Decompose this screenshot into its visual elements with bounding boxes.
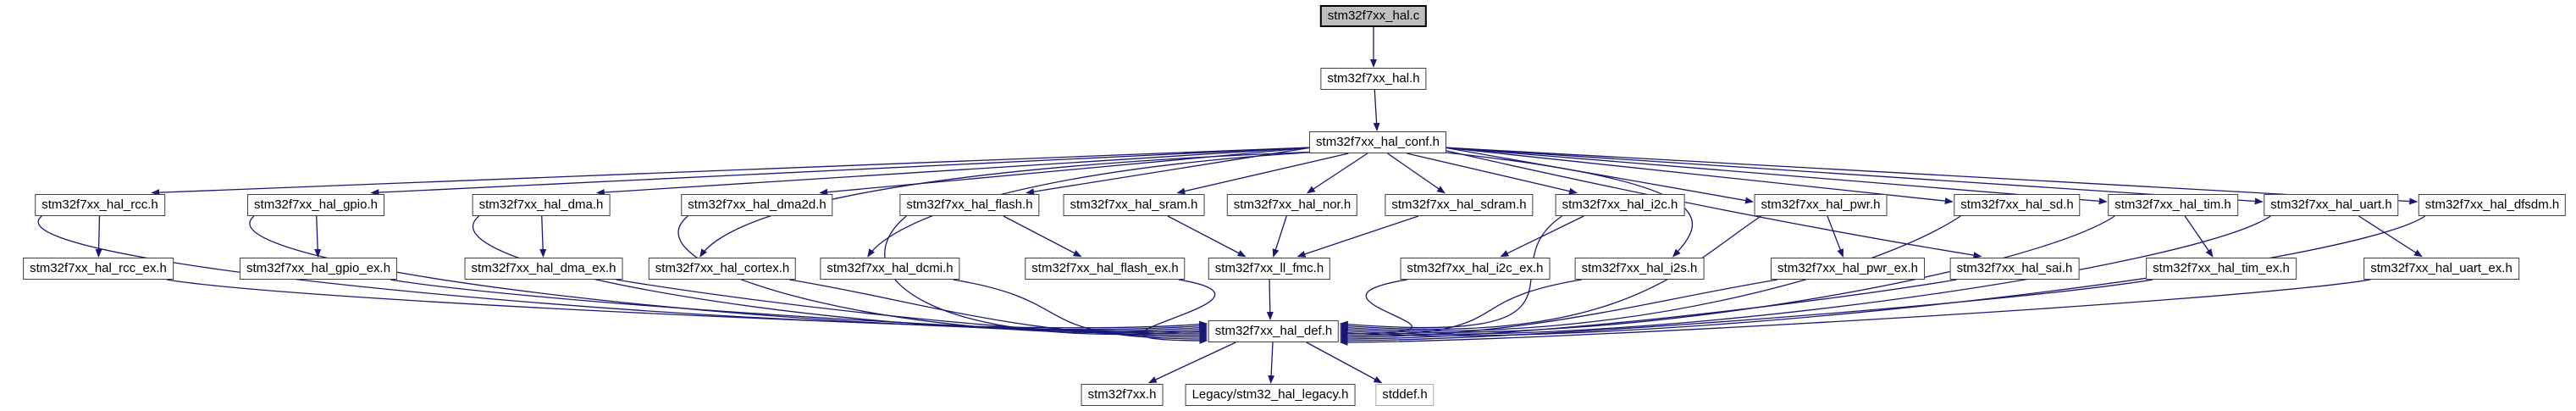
node-hal_c: stm32f7xx_hal.c: [1319, 5, 1428, 27]
node-dcmi[interactable]: stm32f7xx_hal_dcmi.h: [820, 258, 960, 280]
edge-tim-to-tim_ex: [2184, 215, 2214, 258]
edge-gpio_ex-to-def: [390, 279, 1208, 337]
node-def[interactable]: stm32f7xx_hal_def.h: [1208, 320, 1340, 342]
node-uart_ex[interactable]: stm32f7xx_hal_uart_ex.h: [2363, 258, 2519, 280]
node-dfsdm[interactable]: stm32f7xx_hal_dfsdm.h: [2418, 194, 2567, 216]
edge-flash-to-flash_ex: [1003, 215, 1082, 258]
edge-uart-to-uart_ex: [2358, 215, 2423, 258]
edge-dma_ex-to-def: [616, 279, 1208, 339]
edge-dcmi-to-def: [953, 279, 1208, 342]
node-sram[interactable]: stm32f7xx_hal_sram.h: [1063, 194, 1205, 216]
edge-cortex-to-def: [789, 279, 1208, 341]
edge-conf-to-sram: [1176, 153, 1349, 195]
edge-conf-to-rcc: [151, 147, 1313, 197]
node-i2c_ex[interactable]: stm32f7xx_hal_i2c_ex.h: [1400, 258, 1551, 280]
edge-sd-to-def: [1339, 215, 1961, 332]
edge-tim-to-def: [1339, 215, 2115, 333]
node-tim_ex[interactable]: stm32f7xx_hal_tim_ex.h: [2146, 258, 2297, 280]
edge-conf-to-i2c: [1407, 153, 1578, 195]
node-uart[interactable]: stm32f7xx_hal_uart.h: [2264, 194, 2399, 216]
edge-conf-to-flash: [1025, 147, 1313, 196]
edge-conf-to-sdram: [1387, 153, 1446, 194]
node-nor[interactable]: stm32f7xx_hal_nor.h: [1226, 194, 1358, 216]
edge-sai-to-def: [1339, 279, 1957, 342]
node-sai[interactable]: stm32f7xx_hal_sai.h: [1949, 258, 2080, 280]
node-gpio_ex[interactable]: stm32f7xx_hal_gpio_ex.h: [239, 258, 398, 280]
node-i2s[interactable]: stm32f7xx_hal_i2s.h: [1574, 258, 1705, 280]
edge-flash-to-def: [884, 215, 1208, 336]
node-legacy[interactable]: Legacy/stm32_hal_legacy.h: [1185, 384, 1356, 406]
edge-def-to-f7xx: [1147, 342, 1236, 384]
node-cortex[interactable]: stm32f7xx_hal_cortex.h: [648, 258, 797, 280]
edge-i2c_ex-to-def: [1339, 279, 1412, 337]
edge-def-to-legacy: [1268, 342, 1275, 384]
edge-hal_h-to-conf: [1373, 89, 1380, 131]
node-hal_h[interactable]: stm32f7xx_hal.h: [1320, 68, 1427, 90]
node-dma[interactable]: stm32f7xx_hal_dma.h: [472, 194, 611, 216]
edge-def-to-stddef: [1306, 342, 1383, 384]
node-tim[interactable]: stm32f7xx_hal_tim.h: [2108, 194, 2238, 216]
node-rcc_ex[interactable]: stm32f7xx_hal_rcc_ex.h: [23, 258, 174, 280]
node-rcc[interactable]: stm32f7xx_hal_rcc.h: [35, 194, 165, 216]
edge-pwr_ex-to-def: [1339, 279, 1778, 341]
edge-conf-to-sai: [1442, 149, 1982, 259]
edge-conf-to-gpio: [370, 147, 1313, 197]
edge-flash_ex-to-def: [1142, 279, 1216, 344]
edge-conf-to-pwr: [1443, 147, 1755, 204]
node-f7xx[interactable]: stm32f7xx.h: [1081, 384, 1164, 406]
edge-tim_ex-to-def: [1339, 279, 2153, 344]
node-sdram[interactable]: stm32f7xx_hal_sdram.h: [1385, 194, 1534, 216]
node-i2c[interactable]: stm32f7xx_hal_i2c.h: [1555, 194, 1685, 216]
edge-i2c-to-def: [1339, 215, 1562, 329]
edge-sram-to-ll_fmc: [1167, 215, 1247, 258]
node-gpio[interactable]: stm32f7xx_hal_gpio.h: [247, 194, 384, 216]
edge-conf-to-cortex: [699, 151, 1322, 258]
edge-conf-to-uart: [1443, 147, 2264, 205]
node-stddef: stddef.h: [1375, 384, 1434, 406]
edge-conf-to-nor: [1306, 153, 1368, 194]
edge-sdram-to-ll_fmc: [1296, 215, 1419, 258]
edge-uart_ex-to-def: [1339, 279, 2371, 346]
node-pwr[interactable]: stm32f7xx_hal_pwr.h: [1754, 194, 1888, 216]
node-conf[interactable]: stm32f7xx_hal_conf.h: [1309, 131, 1446, 153]
edge-dma-to-dma_ex: [539, 215, 547, 258]
edge-rcc-to-def: [37, 215, 1208, 329]
node-dma2d[interactable]: stm32f7xx_hal_dma2d.h: [681, 194, 833, 216]
node-flash_ex[interactable]: stm32f7xx_hal_flash_ex.h: [1025, 258, 1186, 280]
node-flash[interactable]: stm32f7xx_hal_flash.h: [899, 194, 1040, 216]
edge-conf-to-tim: [1443, 147, 2108, 205]
edge-rcc-to-rcc_ex: [95, 215, 102, 258]
edge-gpio-to-gpio_ex: [314, 215, 322, 258]
edge-conf-to-dma2d: [819, 147, 1313, 196]
edge-pwr-to-pwr_ex: [1827, 215, 1844, 258]
node-ll_fmc[interactable]: stm32f7xx_ll_fmc.h: [1208, 258, 1331, 280]
edge-i2s-to-def: [1339, 279, 1582, 339]
edge-conf-to-sd: [1443, 147, 1954, 205]
edge-nor-to-ll_fmc: [1272, 215, 1287, 258]
edge-ll_fmc-to-def: [1266, 279, 1274, 320]
edge-rcc_ex-to-def: [166, 279, 1208, 336]
edge-conf-to-dfsdm: [1443, 147, 2418, 205]
edge-i2c-to-i2c_ex: [1500, 215, 1584, 258]
node-pwr_ex[interactable]: stm32f7xx_hal_pwr_ex.h: [1771, 258, 1925, 280]
node-dma_ex[interactable]: stm32f7xx_hal_dma_ex.h: [464, 258, 623, 280]
node-sd[interactable]: stm32f7xx_hal_sd.h: [1954, 194, 2081, 216]
edge-conf-to-dma: [595, 147, 1313, 196]
